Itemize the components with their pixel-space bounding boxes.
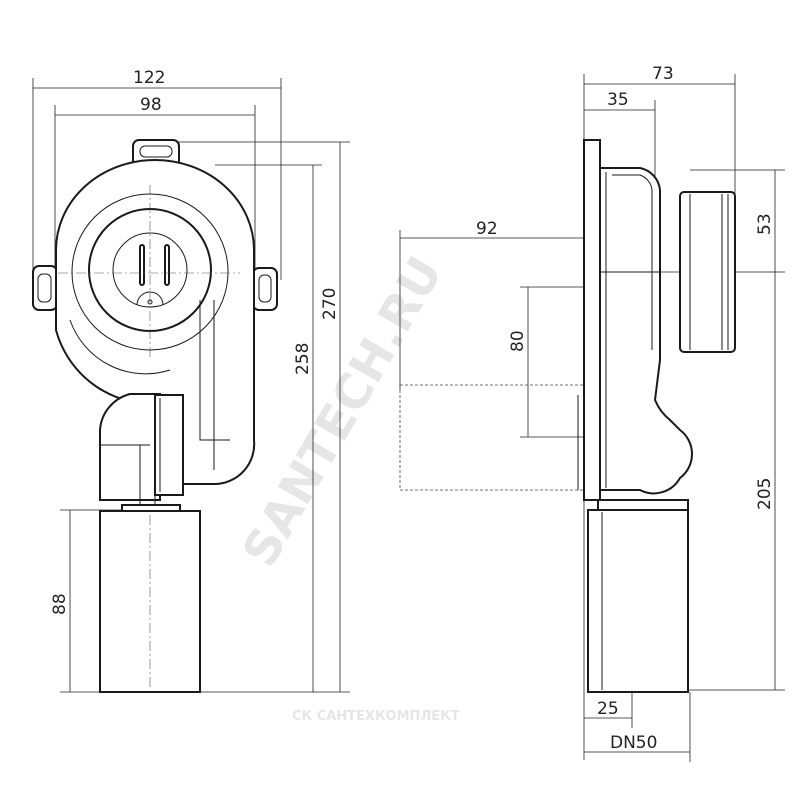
side-view: 73 35 92 80 53 205 25 DN50 [399, 64, 785, 762]
dim-label-dn50: DN50 [610, 733, 657, 753]
dim-label-88: 88 [50, 593, 70, 615]
dim-label-53: 53 [755, 213, 775, 235]
dim-label-270: 270 [320, 288, 340, 320]
dim-label-92: 92 [476, 219, 498, 239]
dim-label-98: 98 [140, 95, 162, 115]
dim-label-73: 73 [652, 64, 674, 84]
front-view: 122 98 270 258 88 [32, 68, 350, 693]
dim-label-25: 25 [597, 699, 619, 719]
dim-label-258: 258 [293, 343, 313, 375]
dim-label-122: 122 [133, 68, 165, 88]
dim-label-35: 35 [607, 90, 629, 110]
dim-label-205: 205 [755, 478, 775, 510]
dim-label-80: 80 [508, 330, 528, 352]
watermark-bottom: СК САНТЕХКОМПЛЕКТ [292, 709, 460, 724]
